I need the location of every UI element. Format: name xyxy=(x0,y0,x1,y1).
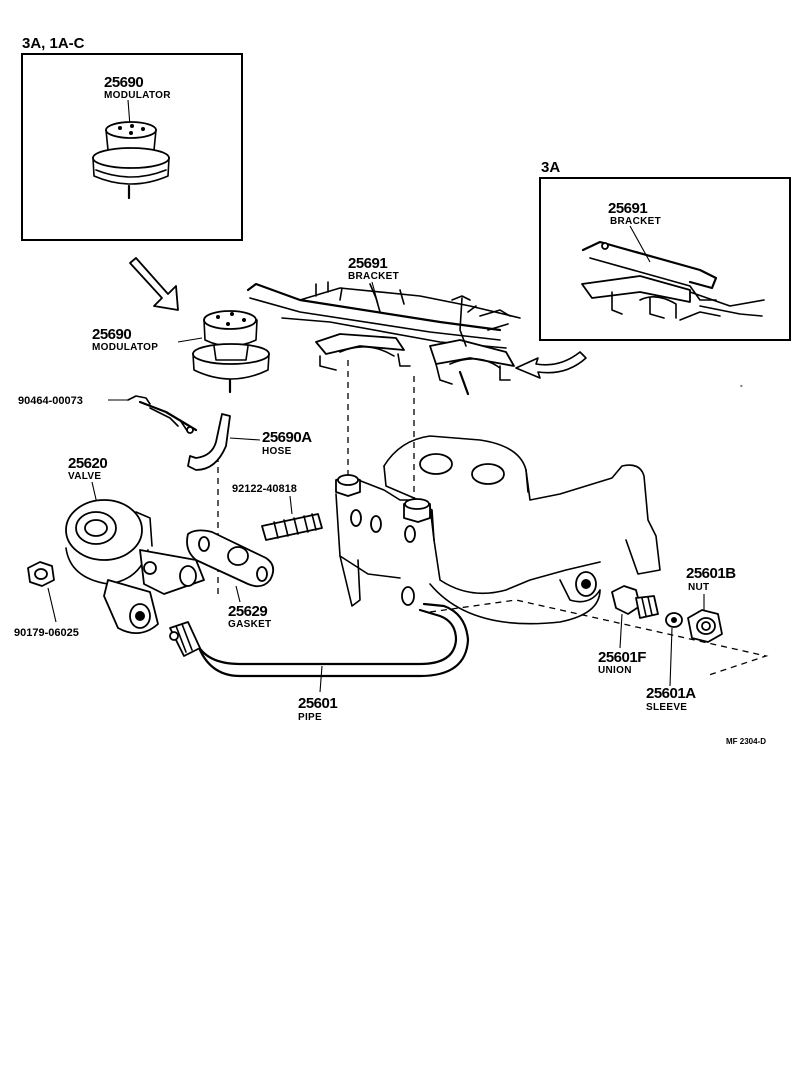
nut-right-name: NUT xyxy=(688,582,709,593)
inset-3a-frame xyxy=(539,177,791,341)
inset-3a-1ac-title: 3A, 1A-C xyxy=(22,35,85,52)
stray-mark: - xyxy=(740,381,743,390)
sleeve-name: SLEEVE xyxy=(646,702,687,713)
nut-right-drawing xyxy=(687,609,723,643)
sleeve-number: 25601A xyxy=(646,685,696,702)
hose-drawing xyxy=(187,413,231,471)
gasket-name: GASKET xyxy=(228,619,271,630)
inset-modulator-number: 25690 xyxy=(104,74,143,91)
stud-number: 92122-40818 xyxy=(232,483,297,495)
gasket-number: 25629 xyxy=(228,603,267,620)
modulator-drawing xyxy=(192,310,270,394)
union-drawing xyxy=(611,585,659,619)
nut-right-number: 25601B xyxy=(686,565,736,582)
hose-number: 25690A xyxy=(262,429,312,446)
gasket-drawing xyxy=(186,529,275,588)
sleeve-drawing xyxy=(665,612,683,628)
union-name: UNION xyxy=(598,665,632,676)
modulator-name: MODULATOP xyxy=(92,342,158,353)
inset-modulator-name: MODULATOR xyxy=(104,90,171,101)
intake-manifold-drawing xyxy=(335,435,661,625)
inset-3a-1ac: 3A, 1A-C 25690 MODULATOR xyxy=(21,35,243,241)
inset-bracket-drawing xyxy=(581,240,765,321)
inset-3a-title: 3A xyxy=(541,159,560,176)
hose-name: HOSE xyxy=(262,446,292,457)
valve-number: 25620 xyxy=(68,455,107,472)
valve-name: VALVE xyxy=(68,471,101,482)
pipe-number: 25601 xyxy=(298,695,337,712)
union-number: 25601F xyxy=(598,649,646,666)
clamp-drawing xyxy=(127,395,198,434)
modulator-number: 25690 xyxy=(92,326,131,343)
bracket-name: BRACKET xyxy=(348,271,399,282)
bracket-number: 25691 xyxy=(348,255,387,272)
stud-drawing xyxy=(261,513,323,541)
inset-3a-1ac-frame xyxy=(21,53,243,241)
diagram-code: MF 2304-D xyxy=(726,737,766,746)
inset-3a-pointer-arrow xyxy=(515,351,587,379)
inset-modulator-drawing xyxy=(92,121,170,200)
inset-bracket-name: BRACKET xyxy=(610,216,661,227)
inset-pointer-arrow xyxy=(129,257,179,311)
nut-left-number: 90179-06025 xyxy=(14,627,79,639)
pipe-name: PIPE xyxy=(298,712,322,723)
inset-bracket-number: 25691 xyxy=(608,200,647,217)
pipe-drawing xyxy=(169,602,470,678)
bracket-assembly xyxy=(246,281,521,396)
nut-left-drawing xyxy=(27,561,55,587)
clamp-number: 90464-00073 xyxy=(18,395,83,407)
fitting-alignment-outline xyxy=(429,599,769,677)
inset-3a: 3A 25691 BRACKET xyxy=(539,159,791,341)
valve-drawing xyxy=(65,499,205,634)
